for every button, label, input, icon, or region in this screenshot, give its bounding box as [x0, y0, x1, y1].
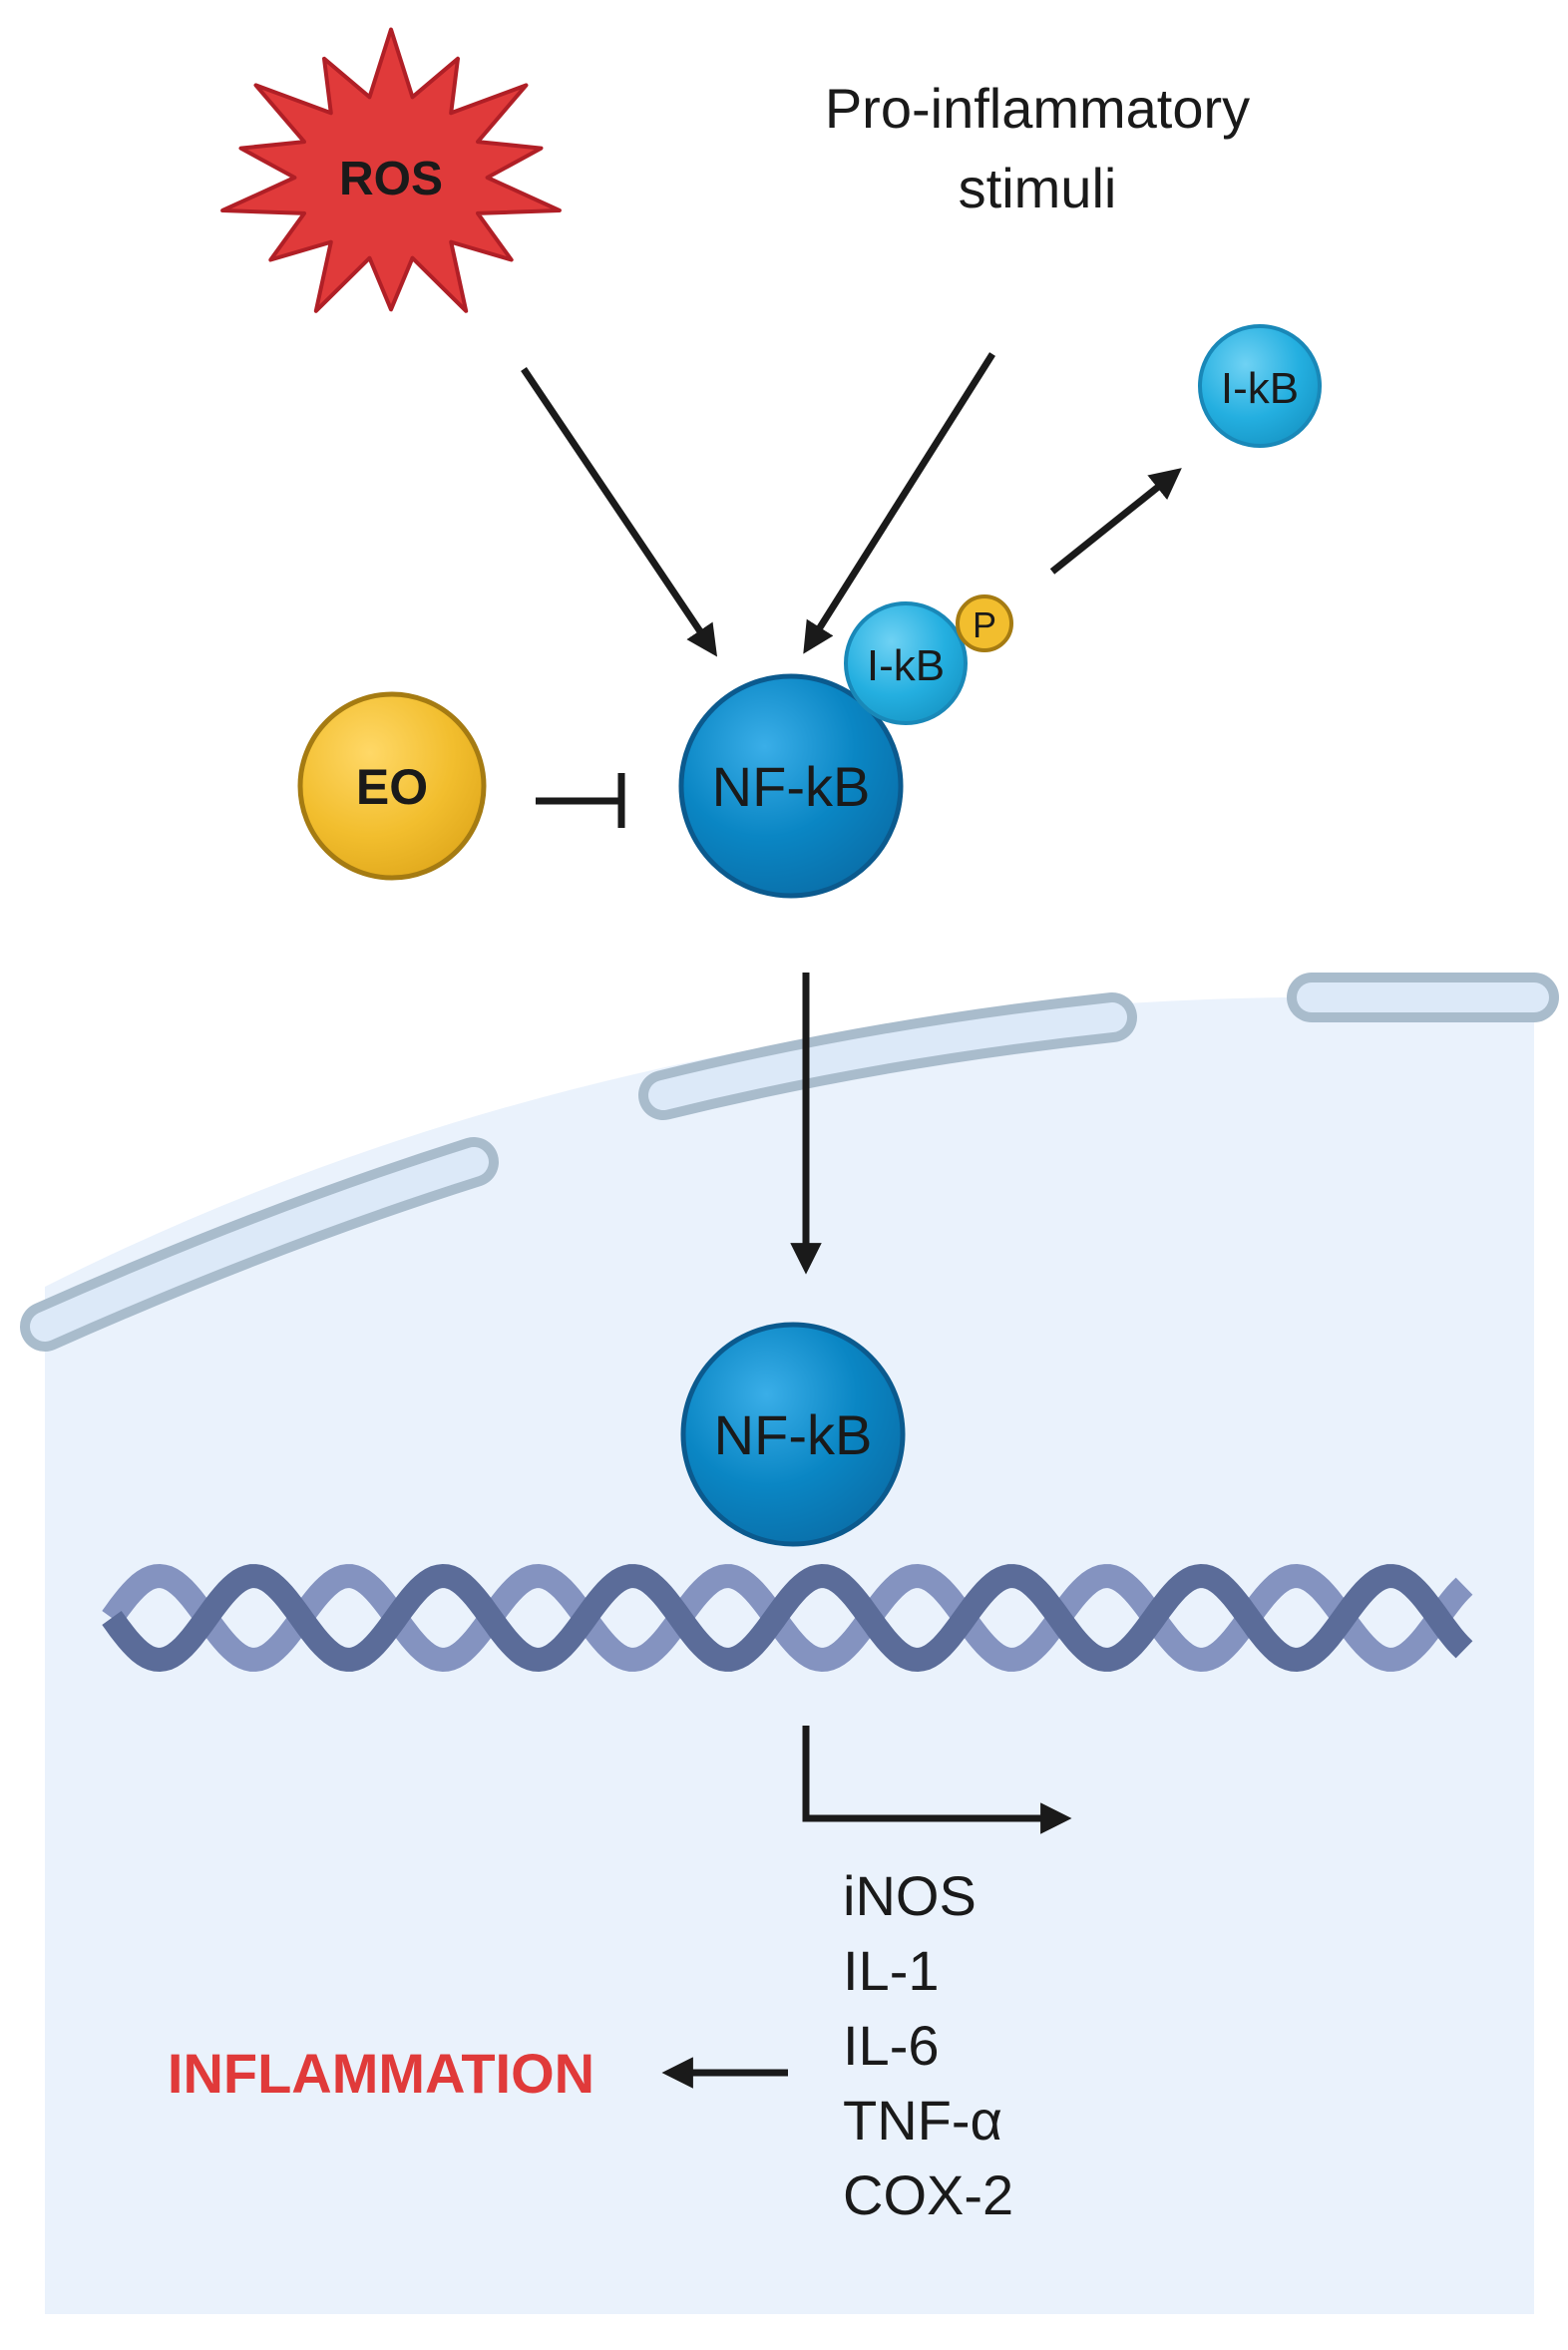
dna-helix [102, 1563, 1473, 1673]
gene-item: IL-1 [843, 1939, 940, 2002]
gene-item: iNOS [843, 1864, 977, 1927]
gene-item: IL-6 [843, 2014, 940, 2077]
gene-item: TNF-α [843, 2089, 1002, 2152]
phosphate-circle [956, 594, 1013, 652]
eo-label: EO [356, 759, 428, 815]
arrow-transcription [802, 1726, 1072, 1834]
ikb-free: I-kB [1198, 324, 1322, 448]
ikb-bound-label: I-kB [867, 641, 945, 690]
dna-strand-front [102, 1563, 1473, 1673]
ros-star-icon [220, 27, 562, 313]
nfkb-nucleus-circle [680, 1322, 906, 1547]
nfkb-cytoplasm-circle [678, 673, 904, 899]
stimuli-label-line2: stimuli [959, 157, 1117, 219]
arrow-ikb-release [1049, 468, 1182, 575]
ikb-free-circle [1198, 324, 1322, 448]
ikb-free-label: I-kB [1221, 364, 1299, 413]
eo-molecule: EO [297, 691, 487, 881]
eo-inhibition [536, 773, 625, 828]
ikb-bound: I-kB P [844, 594, 1013, 725]
phosphate-label: P [973, 604, 996, 645]
ros-burst: ROS [220, 27, 562, 313]
nfkb-cytoplasm: NF-kB [678, 673, 904, 899]
nucleus-region [45, 996, 1534, 2314]
arrow-stimuli-to-nfkb [803, 352, 995, 654]
gene-item: COX-2 [843, 2163, 1013, 2226]
stimuli-label-line1: Pro-inflammatory [825, 77, 1250, 140]
nfkb-nucleus: NF-kB [680, 1322, 906, 1547]
ros-label: ROS [339, 153, 443, 205]
eo-circle [297, 691, 487, 881]
nfkb-cytoplasm-label: NF-kB [712, 755, 871, 818]
gene-list: iNOS IL-1 IL-6 TNF-α COX-2 [843, 1864, 1013, 2226]
inflammation-label: INFLAMMATION [168, 2042, 594, 2105]
pathway-arrows [521, 352, 1182, 2089]
arrow-ros-to-nfkb [521, 367, 718, 657]
nuclear-membrane [20, 973, 1559, 1352]
dna-strand-back [102, 1563, 1473, 1673]
nfkb-nucleus-label: NF-kB [714, 1403, 873, 1466]
ikb-bound-circle [844, 601, 968, 725]
